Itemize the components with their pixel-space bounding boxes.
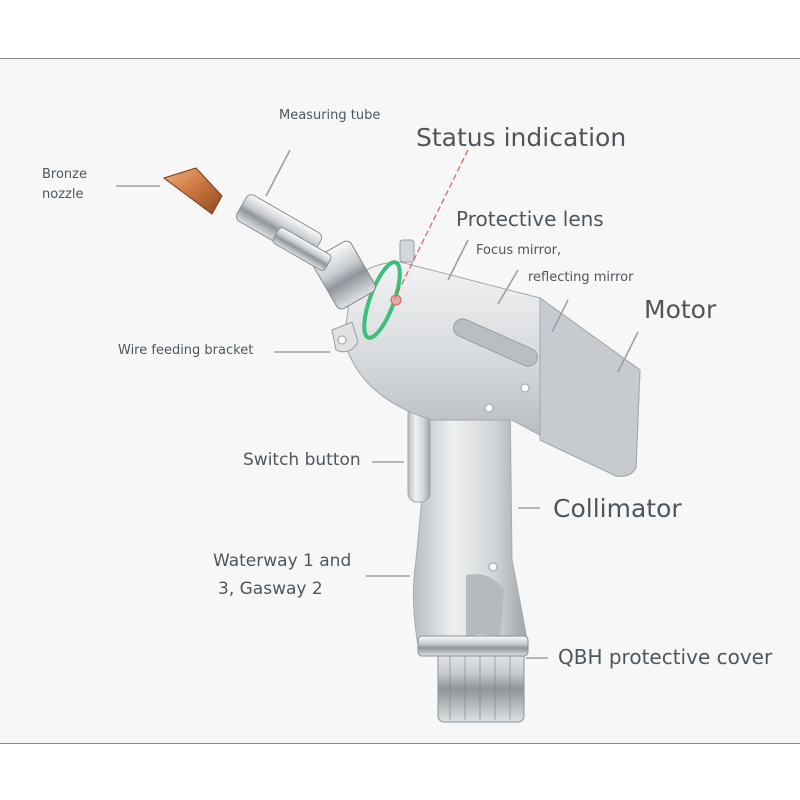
leader-focus-mirror	[497, 269, 519, 305]
label-protective-lens: Protective lens	[456, 207, 604, 231]
label-bronze-nozzle-line2: nozzle	[42, 187, 84, 202]
label-motor: Motor	[644, 295, 717, 324]
label-wire-feeding-bracket: Wire feeding bracket	[118, 343, 254, 358]
body-slot	[453, 318, 538, 367]
handle-scoop	[466, 574, 504, 640]
leader-measuring-tube	[265, 149, 291, 197]
leader-focus-mirror-2	[551, 299, 569, 333]
label-switch-button: Switch button	[243, 450, 361, 470]
bronze-nozzle-shape	[162, 167, 223, 215]
label-focus-mirror-line1: Focus mirror,	[476, 243, 562, 258]
motor-box	[539, 297, 641, 477]
label-bronze-nozzle-line1: Bronze	[42, 167, 87, 182]
label-waterway-line2: 3, Gasway 2	[218, 579, 323, 599]
label-measuring-tube: Measuring tube	[279, 108, 381, 123]
label-qbh-protective-cover: QBH protective cover	[558, 645, 773, 669]
label-waterway-line1: Waterway 1 and	[213, 551, 352, 571]
leader-motor	[617, 331, 639, 373]
label-focus-mirror-line2: reflecting mirror	[528, 270, 634, 285]
leader-protective-lens	[447, 239, 469, 281]
label-status-indication: Status indication	[416, 123, 627, 152]
status-laser-line	[394, 149, 469, 299]
label-collimator: Collimator	[553, 494, 682, 523]
